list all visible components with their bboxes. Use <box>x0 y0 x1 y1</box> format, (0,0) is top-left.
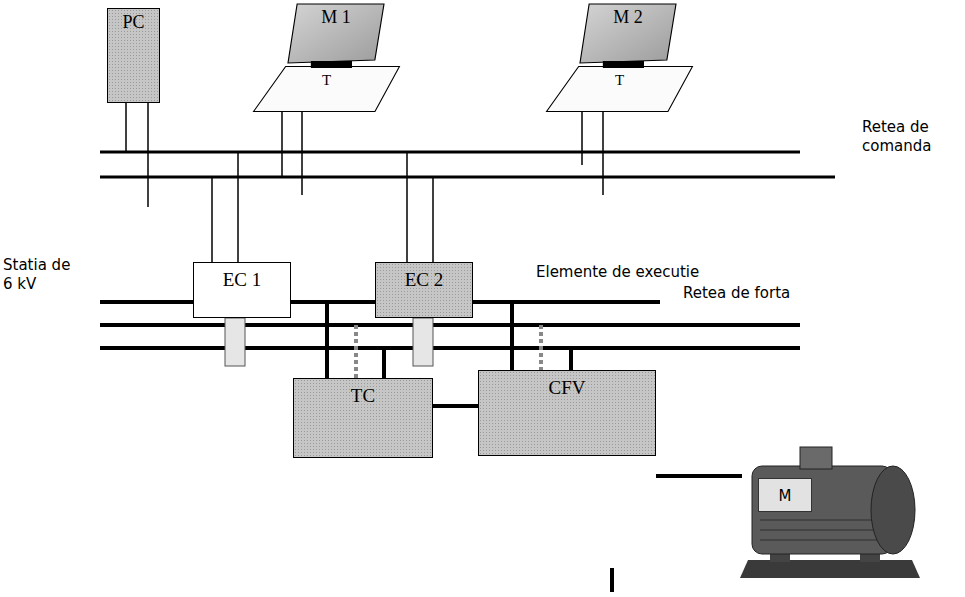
monitor: M 2 <box>580 4 676 68</box>
converter-box: CFV <box>478 370 656 456</box>
power-bus-line <box>100 346 800 350</box>
signal-wire <box>581 108 583 165</box>
power-bus-line <box>100 323 800 327</box>
signal-wire <box>237 152 239 262</box>
power-tap <box>569 348 573 370</box>
node-label: M 2 <box>580 7 676 28</box>
node-label: EC 1 <box>194 269 290 291</box>
signal-wire <box>406 152 408 262</box>
execution-element-box: EC 2 <box>375 262 473 318</box>
node-label: TC <box>294 385 432 407</box>
signal-wire <box>602 108 604 195</box>
terminal-keyboard: T <box>546 66 693 112</box>
node-label: T <box>546 72 693 89</box>
converter-box: TC <box>293 378 433 458</box>
signal-wire <box>147 102 149 207</box>
computer-box: PC <box>107 8 160 103</box>
motor: M <box>742 446 918 578</box>
breaker-contact <box>225 318 245 366</box>
power-cable <box>656 474 742 478</box>
cable-stub <box>610 568 614 592</box>
network-label: Statia de 6 kV <box>3 256 73 294</box>
node-label: T <box>253 72 400 89</box>
execution-element-box: EC 1 <box>193 262 291 318</box>
motor-label: M <box>758 478 812 512</box>
node-label: EC 2 <box>376 269 472 291</box>
monitor: M 1 <box>288 4 384 68</box>
power-tap <box>510 302 514 370</box>
node-label: PC <box>108 12 159 33</box>
power-tap <box>325 302 329 378</box>
signal-wire <box>432 177 434 262</box>
signal-wire <box>301 108 303 195</box>
node-label: M 1 <box>288 7 384 28</box>
power-cable <box>433 404 478 408</box>
signal-wire <box>125 102 127 152</box>
power-tap <box>354 325 358 378</box>
signal-wire <box>211 177 213 262</box>
signal-wire <box>281 108 283 177</box>
node-label: CFV <box>479 377 655 399</box>
network-label: Retea de comanda <box>862 118 958 156</box>
motor-illustration <box>740 447 920 578</box>
breaker-contact <box>413 318 433 366</box>
control-bus-line <box>100 151 800 154</box>
power-tap <box>382 348 386 378</box>
power-tap <box>539 325 543 370</box>
terminal-keyboard: T <box>253 66 400 112</box>
network-label: Elemente de executie <box>536 263 756 282</box>
control-bus-line <box>100 176 835 179</box>
network-label: Retea de forta <box>683 284 843 303</box>
